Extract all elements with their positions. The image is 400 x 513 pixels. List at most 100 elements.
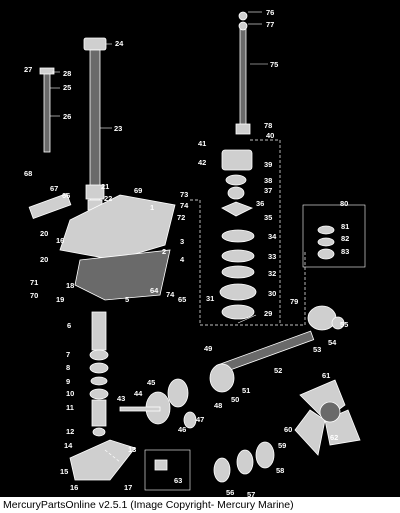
part-number: 28 [63,69,71,78]
part-number: 40 [266,131,274,140]
part-number: 32 [268,269,276,278]
image-caption: MercuryPartsOnline v2.5.1 (Image Copyrig… [3,499,294,511]
part-number: 50 [231,395,239,404]
part-number: 12 [66,427,74,436]
part-number: 5 [125,295,129,304]
part-number: 45 [147,378,155,387]
part-number: 60 [284,425,292,434]
part-number: 63 [174,476,182,485]
part-number: 3 [180,237,184,246]
part-number: 59 [278,441,286,450]
part-number: 14 [64,441,73,450]
part-number: 30 [268,289,276,298]
inset-boxes [144,204,366,491]
dashed-outlines [104,139,306,463]
driveshaft-assembly [83,37,107,211]
leader-lines [50,11,268,324]
part-number: 68 [24,169,32,178]
part-number: 61 [322,371,330,380]
part-number: 69 [134,186,142,195]
part-number: 53 [313,345,321,354]
part-number: 6 [67,321,71,330]
part-number: 57 [247,490,255,497]
part-number: 4 [180,255,185,264]
shift-linkage [39,67,55,153]
shift-shaft [235,11,251,135]
part-number: 24 [115,39,124,48]
part-number: 36 [256,199,264,208]
part-number: 51 [242,386,250,395]
part-number: 41 [198,139,206,148]
part-number: 75 [270,60,278,69]
part-number: 49 [204,344,212,353]
part-number: 15 [60,467,68,476]
water-pump-stack [219,149,257,320]
part-number: 71 [30,278,38,287]
part-number: 42 [198,158,206,167]
part-number: 81 [341,222,349,231]
part-number: 20 [40,229,48,238]
part-number: 82 [341,234,349,243]
part-number: 47 [196,415,204,424]
exploded-parts-diagram: 76 77 75 24 27 28 25 26 23 41 78 40 42 3… [0,0,400,497]
part-number: 58 [276,466,284,475]
part-number: 21 [101,182,109,191]
bearing-carrier-stack [89,311,109,437]
part-number: 64 [150,286,159,295]
propeller-shaft [119,330,315,429]
part-number: 13 [128,445,136,454]
part-number: 43 [117,394,125,403]
propeller [294,379,361,456]
part-number: 46 [178,425,186,434]
part-number: 2 [162,247,166,256]
gearcase-housing [28,193,176,301]
part-number: 73 [180,190,188,199]
part-number: 76 [266,8,274,17]
part-number: 74 [180,201,189,210]
part-number: 18 [66,281,74,290]
part-number: 79 [290,297,298,306]
part-number: 77 [266,20,274,29]
part-number: 34 [268,232,277,241]
part-number: 22 [104,194,112,203]
part-number: 83 [341,247,349,256]
skeg-housing [69,439,136,481]
part-number: 23 [114,124,122,133]
part-number: 72 [177,213,185,222]
part-number: 80 [340,199,348,208]
part-number: 7 [66,350,70,359]
part-number: 27 [24,65,32,74]
thrust-hub-stack [213,441,275,483]
part-number: 19 [56,295,64,304]
part-number: 74 [166,290,175,299]
part-number: 39 [264,160,272,169]
pinion-gear [307,305,345,331]
part-number: 62 [330,433,338,442]
part-number: 17 [124,483,132,492]
part-number-labels: 76 77 75 24 27 28 25 26 23 41 78 40 42 3… [24,8,349,497]
part-number: 37 [264,186,272,195]
part-number: 78 [264,121,272,130]
part-number: 1 [150,203,154,212]
part-number: 56 [226,488,234,497]
part-number: 35 [264,213,272,222]
part-number: 25 [63,83,71,92]
part-number: 70 [30,291,38,300]
diagram-drawing: 76 77 75 24 27 28 25 26 23 41 78 40 42 3… [24,8,366,497]
part-number: 16 [70,483,78,492]
part-number: 66 [62,191,70,200]
part-number: 65 [178,295,186,304]
part-number: 26 [63,112,71,121]
part-number: 48 [214,401,222,410]
part-number: 8 [66,363,70,372]
part-number: 33 [268,252,276,261]
part-number: 20 [40,255,48,264]
part-number: 54 [328,338,337,347]
part-number: 10 [66,389,74,398]
part-number: 67 [50,184,58,193]
part-number: 44 [134,389,143,398]
part-number: 16 [56,236,64,245]
part-number: 29 [264,309,272,318]
part-number: 38 [264,176,272,185]
part-number: 31 [206,294,214,303]
